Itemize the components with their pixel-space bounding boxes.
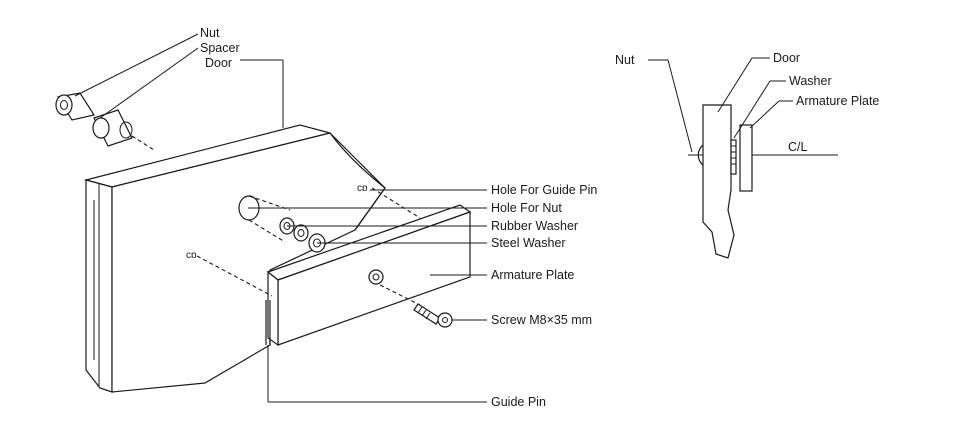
guide-pin-marks: cɒ cɒ <box>186 183 421 345</box>
label-armature-plate: Armature Plate <box>491 268 574 282</box>
side-label-armature-plate: Armature Plate <box>796 94 879 108</box>
door-panel <box>83 124 386 393</box>
nut-axis-line <box>131 135 155 151</box>
side-view: Nut Door Washer Armature Plate C/L <box>615 51 879 259</box>
label-door: Door <box>205 56 232 70</box>
leader-lines-right <box>248 189 487 403</box>
side-label-centerline: C/L <box>788 140 808 154</box>
nut-part <box>55 92 95 121</box>
side-label-nut: Nut <box>615 53 635 67</box>
label-nut: Nut <box>200 26 220 40</box>
guide-pin-mark-left: cɒ <box>186 250 197 261</box>
spacer-part <box>92 109 133 147</box>
label-spacer: Spacer <box>200 41 240 55</box>
guide-pin-mark-top: cɒ <box>357 183 368 194</box>
side-label-washer: Washer <box>789 74 832 88</box>
label-steel-washer: Steel Washer <box>491 236 566 250</box>
side-label-door: Door <box>773 51 800 65</box>
leader-lines-left <box>74 33 284 128</box>
label-hole-for-guide-pin: Hole For Guide Pin <box>491 183 597 197</box>
screw-part <box>379 284 453 328</box>
label-guide-pin: Guide Pin <box>491 395 546 409</box>
label-rubber-washer: Rubber Washer <box>491 219 578 233</box>
label-screw: Screw M8×35 mm <box>491 313 592 327</box>
label-hole-for-nut: Hole For Nut <box>491 201 562 215</box>
